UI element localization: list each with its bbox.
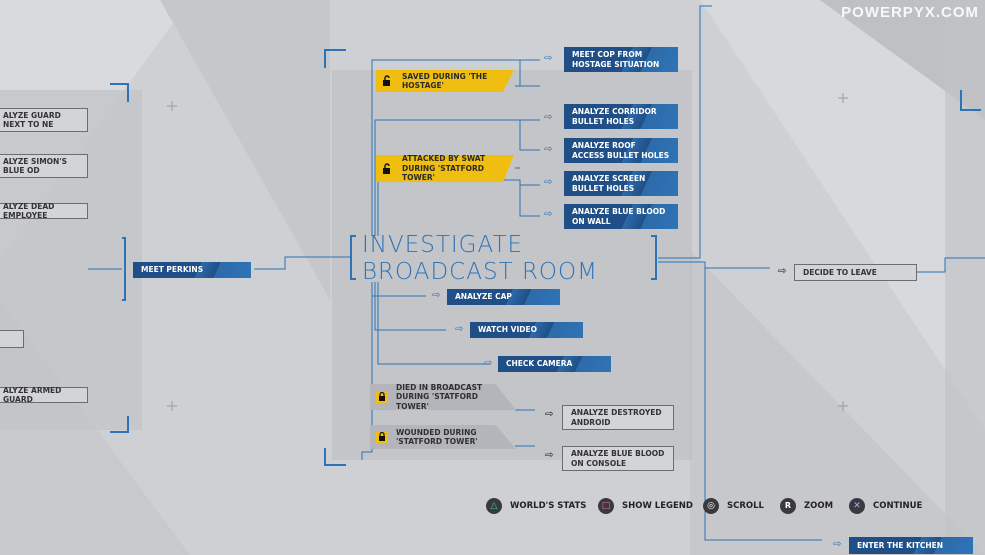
legend-continue[interactable]: ✕ CONTINUE (849, 498, 922, 514)
lock-yellow-icon (376, 391, 388, 403)
arrow-right-icon: ⇨ (545, 450, 554, 461)
node-enter-kitchen[interactable]: ENTER THE KITCHEN (849, 537, 973, 554)
node-corridor-bullet-holes[interactable]: ANALYZE CORRIDOR BULLET HOLES (564, 104, 678, 129)
left-node-armed-guard[interactable]: ALYZE ARMED GUARD (0, 386, 88, 404)
condition-attacked-swat[interactable]: ATTACKED BY SWAT DURING 'STATFORD TOWER' (376, 155, 514, 182)
node-check-camera[interactable]: CHECK CAMERA (498, 356, 611, 372)
arrow-right-icon: ⇨ (484, 358, 493, 369)
node-roof-bullet-holes[interactable]: ANALYZE ROOF ACCESS BULLET HOLES (564, 138, 678, 163)
left-node-employee[interactable]: ALYZE DEAD EMPLOYEE (0, 202, 88, 220)
left-node-simon[interactable]: ALYZE SIMON'S BLUE OD (0, 154, 88, 178)
node-blue-blood-wall[interactable]: ANALYZE BLUE BLOOD ON WALL (564, 204, 678, 229)
arrow-right-icon: ⇨ (544, 53, 553, 64)
legend-show-legend[interactable]: □ SHOW LEGEND (598, 498, 693, 514)
arrow-right-icon: ⇨ (544, 144, 553, 155)
unlock-icon (383, 75, 390, 86)
legend-zoom[interactable]: R ZOOM (780, 498, 833, 514)
node-meet-cop[interactable]: MEET COP FROM HOSTAGE SITUATION (564, 47, 678, 72)
left-node-guard[interactable]: ALYZE GUARD NEXT TO NE (0, 108, 88, 132)
square-button-icon: □ (598, 498, 614, 514)
node-analyze-cap[interactable]: ANALYZE CAP (447, 289, 560, 305)
condition-saved-hostage[interactable]: SAVED DURING 'THE HOSTAGE' (376, 70, 514, 92)
node-decide-to-leave[interactable]: DECIDE TO LEAVE (794, 264, 917, 281)
arrow-right-icon: ⇨ (455, 324, 464, 335)
meet-perkins-node[interactable]: MEET PERKINS (133, 262, 251, 278)
node-watch-video[interactable]: WATCH VIDEO (470, 322, 583, 338)
node-destroyed-android[interactable]: ANALYZE DESTROYED ANDROID (562, 405, 674, 430)
triangle-button-icon: △ (486, 498, 502, 514)
cross-button-icon: ✕ (849, 498, 865, 514)
arrow-right-icon: ⇨ (432, 290, 441, 301)
main-node-title[interactable]: INVESTIGATE BROADCAST ROOM (362, 232, 598, 286)
left-stick-icon: ◎ (703, 498, 719, 514)
condition-wounded[interactable]: WOUNDED DURING 'STATFORD TOWER' (370, 425, 516, 449)
unlock-icon (383, 162, 390, 174)
legend-scroll[interactable]: ◎ SCROLL (703, 498, 764, 514)
arrow-right-icon: ⇨ (545, 409, 554, 420)
arrow-right-icon: ⇨ (778, 266, 787, 277)
arrow-right-icon: ⇨ (833, 539, 842, 550)
arrow-right-icon: ⇨ (544, 177, 553, 188)
arrow-right-icon: ⇨ (544, 209, 553, 220)
legend-worlds-stats[interactable]: △ WORLD'S STATS (486, 498, 586, 514)
node-screen-bullet-holes[interactable]: ANALYZE SCREEN BULLET HOLES (564, 171, 678, 196)
right-stick-icon: R (780, 498, 796, 514)
node-blue-blood-console[interactable]: ANALYZE BLUE BLOOD ON CONSOLE (562, 446, 674, 471)
left-node-blank[interactable] (0, 330, 24, 348)
watermark: POWERPYX.COM (841, 4, 979, 21)
lock-yellow-icon (376, 431, 388, 443)
condition-died-broadcast[interactable]: DIED IN BROADCAST DURING 'STATFORD TOWER… (370, 384, 516, 410)
arrow-right-icon: ⇨ (544, 112, 553, 123)
